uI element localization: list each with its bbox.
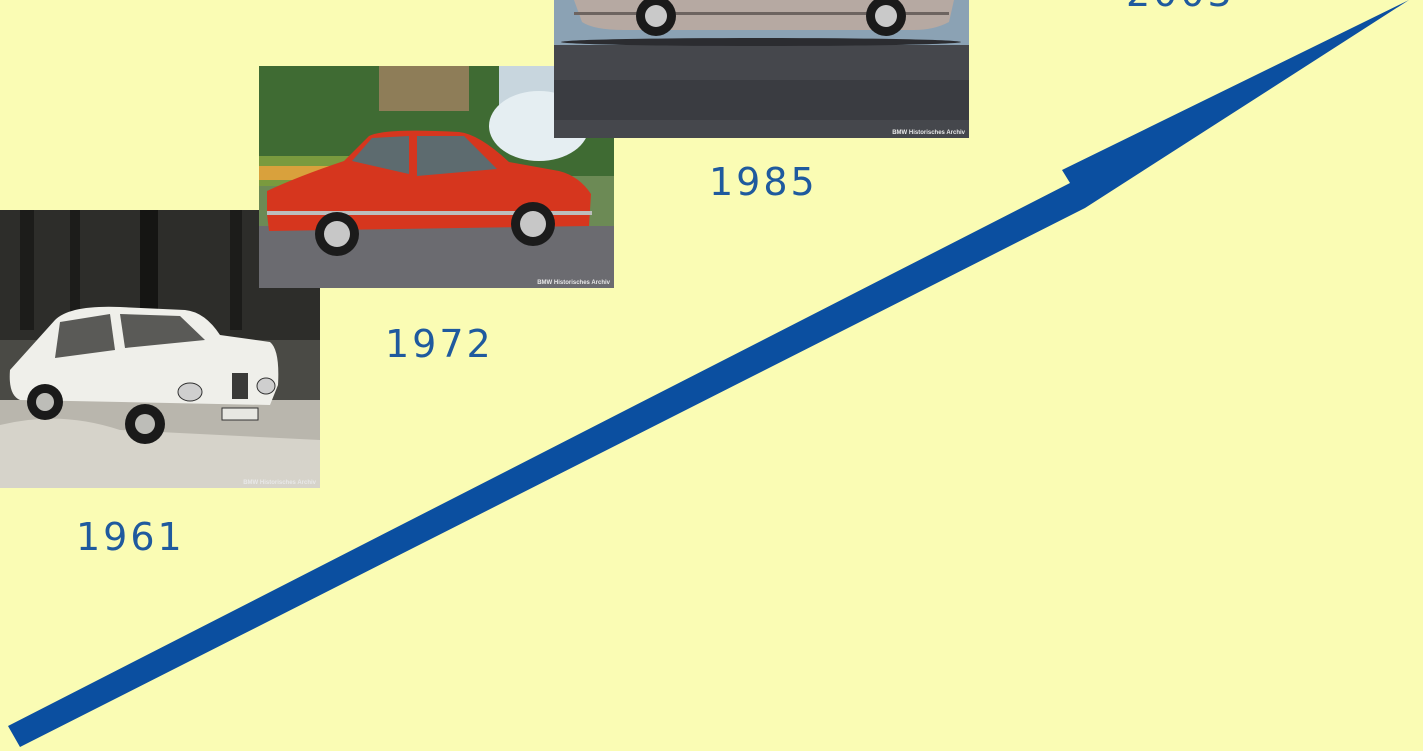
photo-credit: BMW Historisches Archiv	[892, 130, 965, 136]
year-label-1985: 1985	[709, 160, 818, 204]
year-label-1961: 1961	[76, 515, 185, 559]
red-sedan-photo-icon	[259, 66, 614, 288]
car-photo-1985: BMW Historisches Archiv	[554, 0, 969, 138]
car-photo-1972: BMW Historisches Archiv	[259, 66, 614, 288]
photo-credit: BMW Historisches Archiv	[243, 480, 316, 486]
year-label-partial: 2003	[1126, 0, 1235, 12]
silver-sedan-photo-icon	[554, 0, 969, 138]
year-label-1972: 1972	[385, 322, 494, 366]
photo-credit: BMW Historisches Archiv	[537, 280, 610, 286]
